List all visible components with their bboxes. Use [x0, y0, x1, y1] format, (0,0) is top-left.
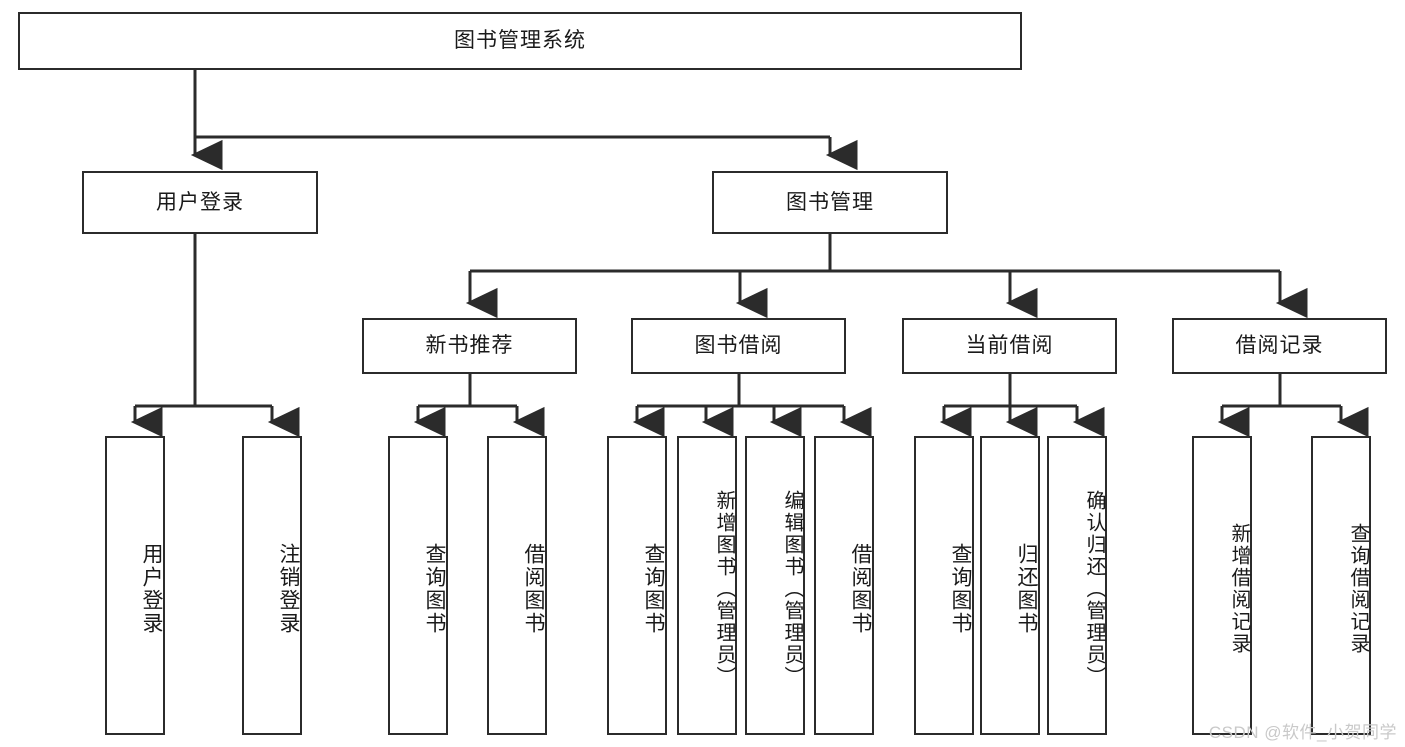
node-book-borrow[interactable]: 图书借阅: [631, 318, 846, 374]
node-borrow-record[interactable]: 借阅记录: [1172, 318, 1387, 374]
leaf-add-borrow-record[interactable]: 新增借阅记录: [1192, 436, 1252, 735]
leaf-query-book-borrow[interactable]: 查询图书: [607, 436, 667, 735]
leaf-add-book-admin[interactable]: 新增图书（管理员）: [677, 436, 737, 735]
leaf-edit-book-admin[interactable]: 编辑图书（管理员）: [745, 436, 805, 735]
leaf-query-book-current[interactable]: 查询图书: [914, 436, 974, 735]
leaf-confirm-return-admin[interactable]: 确认归还（管理员）: [1047, 436, 1107, 735]
node-user-login[interactable]: 用户登录: [82, 171, 318, 234]
node-book-management[interactable]: 图书管理: [712, 171, 948, 234]
node-root-system[interactable]: 图书管理系统: [18, 12, 1022, 70]
leaf-borrow-book[interactable]: 借阅图书: [814, 436, 874, 735]
node-current-borrow[interactable]: 当前借阅: [902, 318, 1117, 374]
leaf-return-book[interactable]: 归还图书: [980, 436, 1040, 735]
leaf-user-login[interactable]: 用户登录: [105, 436, 165, 735]
leaf-borrow-book-recommend[interactable]: 借阅图书: [487, 436, 547, 735]
leaf-query-borrow-record[interactable]: 查询借阅记录: [1311, 436, 1371, 735]
leaf-logout-login[interactable]: 注销登录: [242, 436, 302, 735]
csdn-watermark: CSDN @软件_小贺同学: [1208, 723, 1397, 742]
node-new-book-recommend[interactable]: 新书推荐: [362, 318, 577, 374]
leaf-query-book-recommend[interactable]: 查询图书: [388, 436, 448, 735]
